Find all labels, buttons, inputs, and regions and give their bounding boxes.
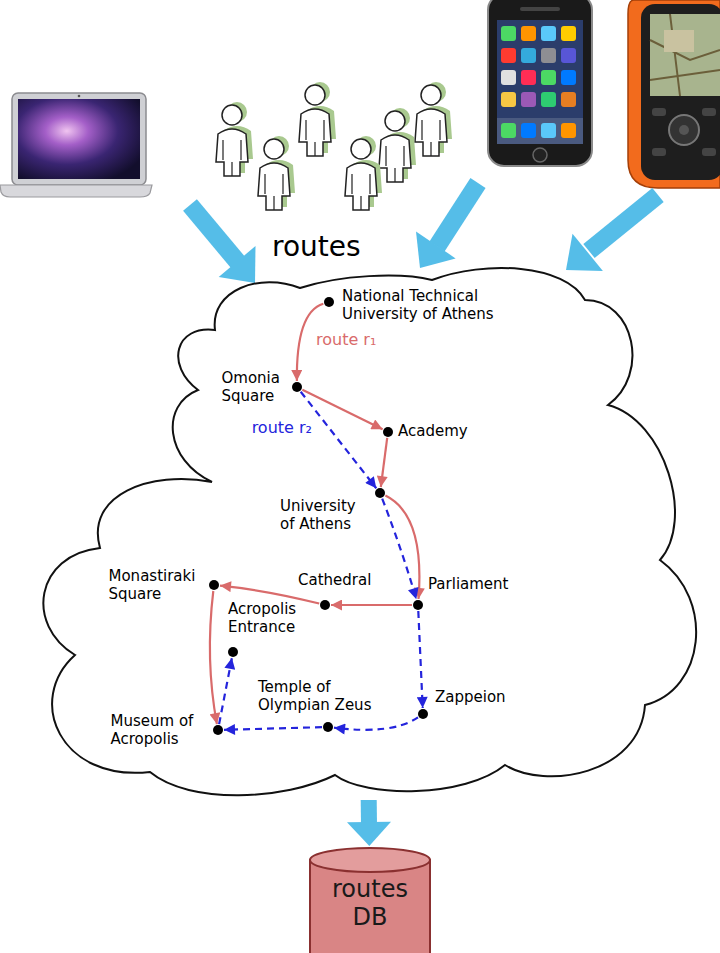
place-name: University of Athens [280, 497, 370, 533]
place-dot: University of Athens [375, 488, 385, 498]
place-name: Acropolis Entrance [228, 600, 318, 636]
database-label: routes DB [325, 876, 415, 931]
place-label: Museum of Acropolis [111, 712, 209, 748]
place-label: Parliament [428, 575, 509, 593]
route-r2-segment [334, 717, 418, 729]
place-name: Omonia Square [222, 369, 290, 405]
database-name: routes DB [325, 876, 415, 931]
route-r2-segment [219, 658, 232, 724]
route-r1-segment [385, 496, 419, 599]
place-dot: National Technical University of Athens [324, 297, 334, 307]
route-label: route r₂ [250, 418, 314, 437]
cloud-heading: routes [272, 232, 361, 263]
place-label: Monastiraki Square [109, 567, 207, 603]
route-r2-segment [382, 499, 416, 600]
place-label: Zappeion [435, 688, 506, 706]
route-r1-segment [381, 438, 387, 487]
place-name: Cathedral [298, 571, 371, 589]
place-name: Monastiraki Square [109, 567, 207, 603]
place-dot: Cathedral [320, 600, 330, 610]
place-name: Museum of Acropolis [111, 712, 209, 748]
place-dot: Monastiraki Square [209, 580, 219, 590]
place-name: Zappeion [435, 688, 506, 706]
route-r1-segment [331, 604, 412, 606]
gps-device-illustration [628, 0, 720, 188]
smartphone-illustration [488, 0, 592, 166]
place-dot: Omonia Square [292, 382, 302, 392]
place-name: Temple of Olympian Zeus [258, 678, 378, 714]
place-name: Academy [398, 422, 468, 440]
route-label: route r₁ [314, 330, 378, 349]
place-label: Acropolis Entrance [228, 600, 318, 636]
place-label: Omonia Square [222, 369, 290, 405]
place-label: University of Athens [280, 497, 370, 533]
place-label: Cathedral [298, 571, 371, 589]
people-icons [216, 82, 452, 210]
place-label: Temple of Olympian Zeus [258, 678, 378, 714]
cloud-outline-path [43, 268, 696, 795]
place-dot: Acropolis Entrance [228, 647, 238, 657]
place-dot: Museum of Acropolis [213, 725, 223, 735]
place-dot: Academy [383, 427, 393, 437]
place-label: National Technical University of Athens [342, 287, 527, 323]
route-r2-segment [301, 392, 377, 489]
route-r2-segment [418, 611, 422, 708]
input-arrows [190, 183, 658, 283]
place-name: Parliament [428, 575, 509, 593]
place-dot: Zappeion [418, 709, 428, 719]
database-cylinder: routes DB [308, 846, 432, 953]
place-label: Academy [398, 422, 468, 440]
route-r1-segment [210, 591, 217, 724]
block-arrow [347, 800, 391, 846]
laptop-illustration [0, 93, 152, 197]
routes-cloud: routesNational Technical University of A… [20, 222, 710, 800]
route-r2-segment [224, 727, 322, 730]
place-dot: Parliament [413, 600, 423, 610]
place-dot: Temple of Olympian Zeus [323, 722, 333, 732]
route-r1-segment [297, 304, 323, 381]
route-r1-segment [302, 390, 382, 430]
place-name: National Technical University of Athens [342, 287, 527, 323]
